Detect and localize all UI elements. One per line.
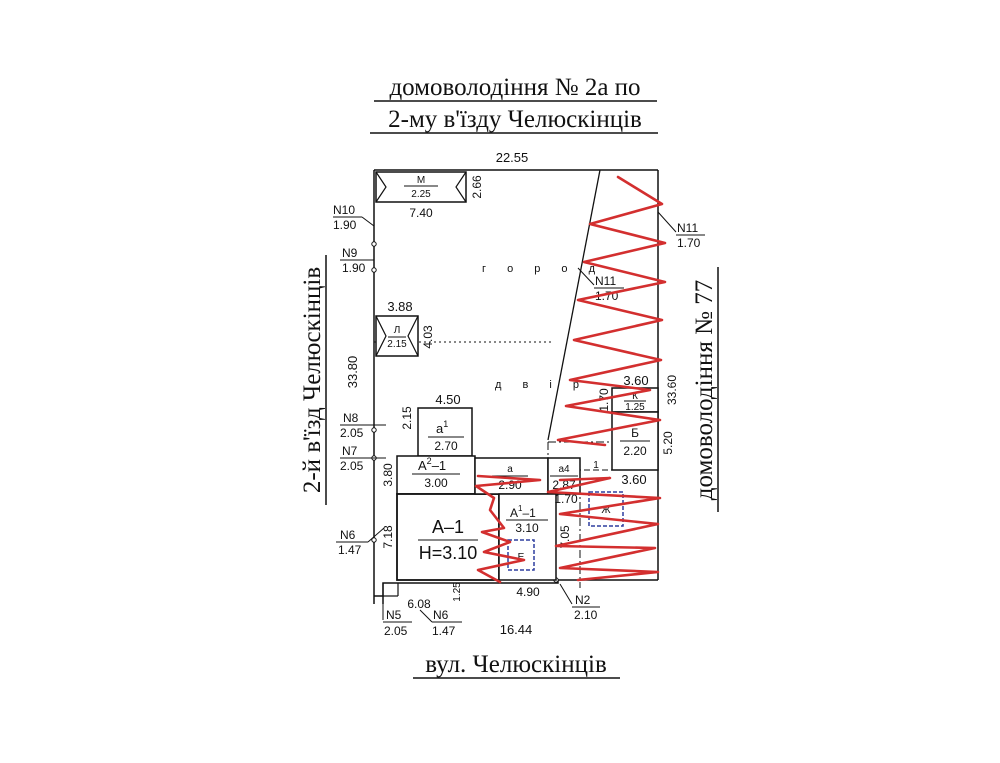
building-a-letter: а [507, 464, 513, 475]
dim-main-depth: 7.18 [381, 525, 395, 549]
building-l-height: 2.15 [387, 339, 407, 350]
marker-n10-value: 1.90 [333, 218, 357, 232]
dim-a1-width: 4.50 [435, 392, 460, 407]
building-a2-height: 3.00 [424, 476, 448, 490]
marker-n10-label: N10 [333, 203, 355, 217]
dim-a1-depth: 2.15 [400, 406, 414, 430]
marker-n11-inner-label: N11 [595, 274, 616, 288]
marker-n9-value: 1.90 [342, 261, 366, 275]
dim-a1b-width: 4.90 [516, 585, 540, 599]
svg-text:А1–1: А1–1 [510, 504, 536, 520]
red-scribble-lower-right [546, 476, 662, 582]
marker-n7: N7 2.05 [340, 444, 386, 473]
dim-m-depth: 2.66 [470, 175, 484, 199]
marker-n6-left: N6 1.47 [336, 527, 385, 557]
marker-n11-outer-label: N11 [677, 221, 698, 235]
building-e-letter: Е [518, 552, 525, 563]
svg-text:А2–1: А2–1 [418, 456, 446, 473]
dim-a4-width: 1.70 [554, 492, 578, 506]
marker-n5-label: N5 [386, 608, 402, 622]
building-k-letter: К [632, 391, 638, 402]
marker-n7-label: N7 [342, 444, 358, 458]
marker-n2: N2 2.10 [559, 583, 600, 622]
marker-n6-left-value: 1.47 [338, 543, 362, 557]
building-a4-letter: а4 [558, 464, 570, 475]
building-b-height: 2.20 [623, 444, 647, 458]
building-a1b-sup: 1 [518, 504, 523, 513]
building-a2-letter: А [418, 458, 427, 473]
marker-n6-bottom: N6 1.47 [419, 608, 462, 638]
street-left-label: 2-й в'їзд Челюскінців [299, 267, 326, 493]
dim-b-width: 3.60 [621, 472, 646, 487]
front-steps [382, 583, 399, 597]
marker-n8-value: 2.05 [340, 426, 364, 440]
building-l: Л 2.15 [375, 315, 419, 357]
dim-top: 22.55 [496, 150, 529, 165]
red-scribble-lower-left [474, 474, 542, 584]
building-m-letter: М [417, 175, 425, 186]
dim-front-small: 6.08 [407, 597, 431, 611]
building-a-height: 2.90 [498, 478, 522, 492]
dim-m-width: 7.40 [409, 206, 433, 220]
building-a1-height: 2.70 [434, 439, 458, 453]
svg-text:а1: а1 [436, 419, 448, 436]
building-e: Е [507, 539, 535, 571]
building-a1-letter: а [436, 421, 444, 436]
building-zh-letter: Ж [601, 505, 611, 516]
marker-n11-inner: N11 1.70 [577, 267, 624, 303]
street-bottom-label: вул. Челюскінців [425, 651, 607, 678]
building-a-main-height: Н=3.10 [419, 543, 478, 563]
building-m-height: 2.25 [411, 189, 431, 200]
title-line-1: домоволодіння № 2а по [389, 74, 640, 101]
dim-b-depth: 5.20 [661, 431, 675, 455]
marker-n11-outer-value: 1.70 [677, 236, 701, 250]
zone-garden: г о р о д [482, 263, 604, 275]
marker-n6-left-label: N6 [340, 528, 356, 542]
dim-k-width: 3.60 [623, 373, 648, 388]
building-a-main: А–1 Н=3.10 [396, 493, 500, 581]
street-right-label: домоволодіння № 77 [691, 280, 718, 500]
marker-n2-value: 2.10 [574, 608, 598, 622]
dim-l-width: 3.88 [387, 299, 412, 314]
dim-right-side: 33.60 [665, 375, 679, 405]
building-k-height: 1.25 [625, 402, 645, 413]
marker-n7-value: 2.05 [340, 459, 364, 473]
building-a1b-height: 3.10 [515, 521, 539, 535]
building-a1b-letter: А [510, 506, 518, 520]
building-m: М 2.25 [375, 171, 467, 203]
marker-n6-bottom-value: 1.47 [432, 624, 456, 638]
dim-l-depth: 4.03 [421, 325, 435, 349]
red-scribble-marks [474, 175, 667, 584]
dim-a-depth: 1 [593, 460, 599, 471]
marker-n8: N8 2.05 [340, 411, 386, 440]
building-a2: А2–1 3.00 [396, 455, 476, 495]
marker-n9-label: N9 [342, 246, 358, 260]
building-a1b-suffix: –1 [522, 506, 536, 520]
building-zh: Ж [588, 491, 624, 527]
marker-n10: N10 1.90 [333, 203, 375, 232]
dim-bottom: 16.44 [500, 622, 533, 637]
building-a1-sup: 1 [443, 419, 448, 429]
building-a2-sup: 2 [427, 456, 432, 466]
marker-n5-value: 2.05 [384, 624, 408, 638]
marker-n5: N5 2.05 [382, 604, 412, 638]
dim-front-offset: 1.25 [452, 582, 463, 602]
building-b-letter: Б [631, 426, 639, 440]
marker-n11-outer: N11 1.70 [657, 211, 705, 250]
zone-yard: д в і р [495, 379, 588, 391]
dim-left-side: 33.80 [345, 356, 360, 389]
marker-n8-label: N8 [343, 411, 359, 425]
marker-n2-label: N2 [575, 593, 591, 607]
title-line-2: 2-му в'їзду Челюскінців [388, 106, 642, 133]
plot-boundary [373, 169, 659, 604]
dim-a2-depth: 3.80 [381, 463, 395, 487]
marker-n9: N9 1.90 [340, 246, 374, 275]
building-a-main-letter: А–1 [432, 517, 464, 537]
red-scribble-right-strip [556, 175, 667, 447]
building-a2-suffix: –1 [432, 458, 446, 473]
marker-n6-bottom-label: N6 [433, 608, 449, 622]
building-a1: а1 2.70 [417, 407, 473, 457]
building-l-letter: Л [394, 325, 401, 336]
